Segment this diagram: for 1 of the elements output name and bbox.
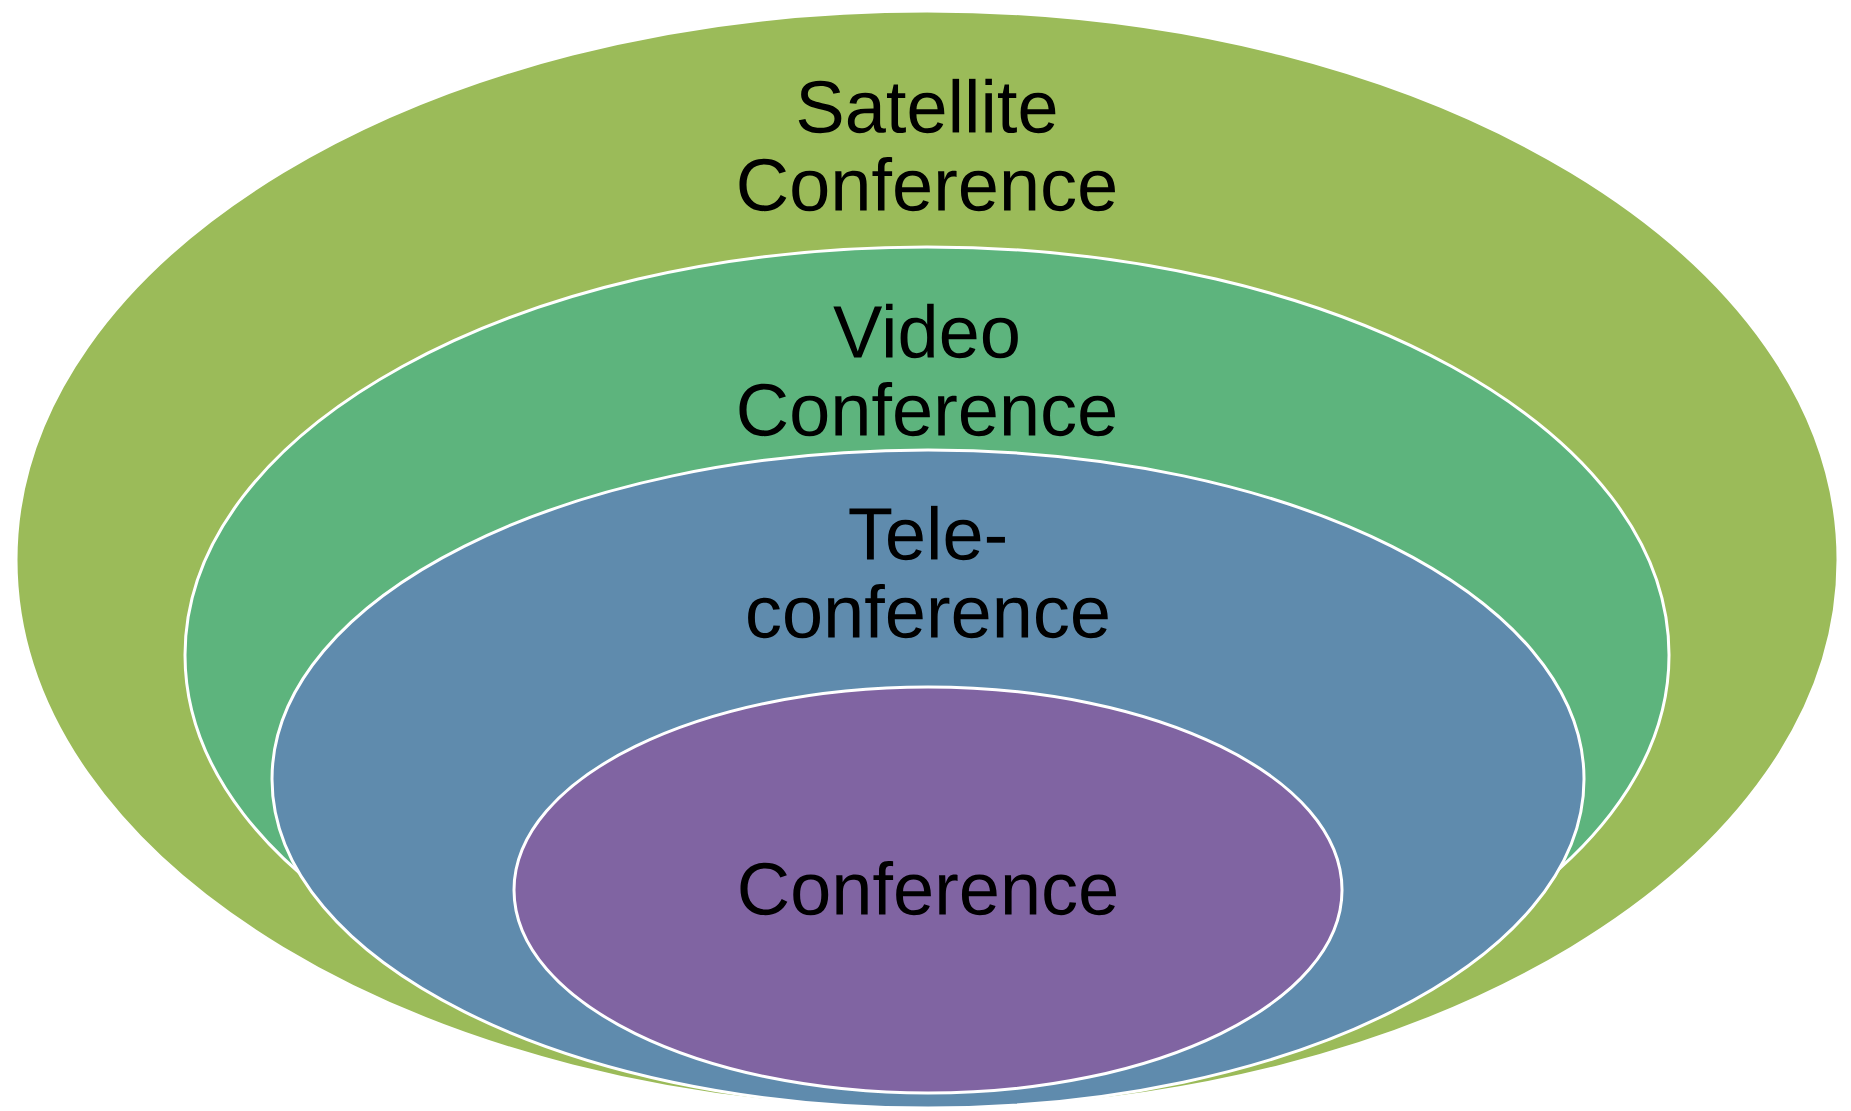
oval-layer: Conference: [512, 685, 1344, 1095]
